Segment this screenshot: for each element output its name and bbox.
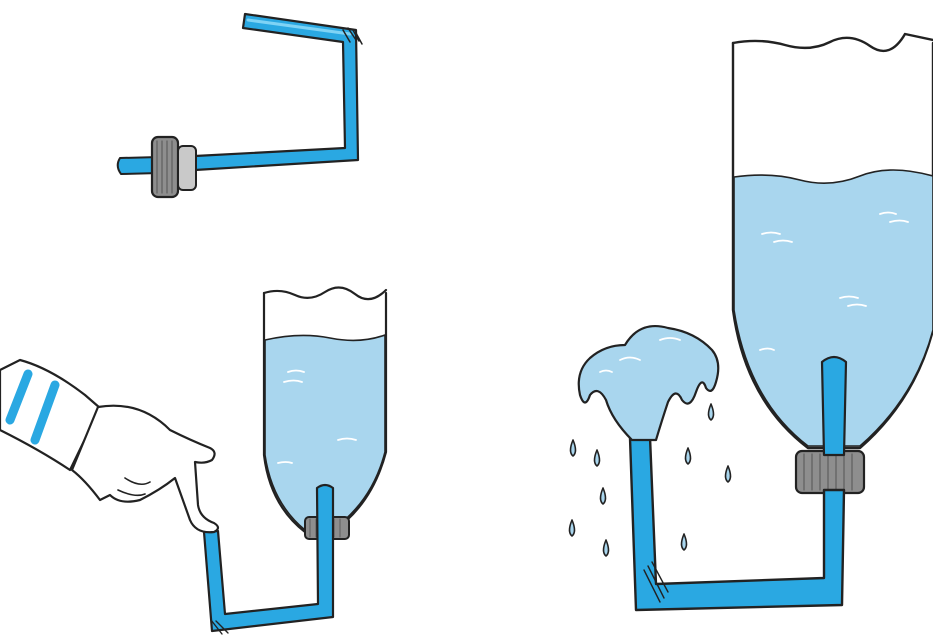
bent-tube — [195, 14, 358, 170]
fountain-spray — [579, 326, 719, 440]
panel-fountain — [570, 34, 933, 610]
bottle-cap-large — [796, 451, 864, 493]
bottle-cap — [152, 137, 196, 197]
panel-finger-closing-tube — [0, 287, 386, 634]
hand — [72, 406, 218, 533]
panel-tube-with-cap — [118, 14, 362, 197]
